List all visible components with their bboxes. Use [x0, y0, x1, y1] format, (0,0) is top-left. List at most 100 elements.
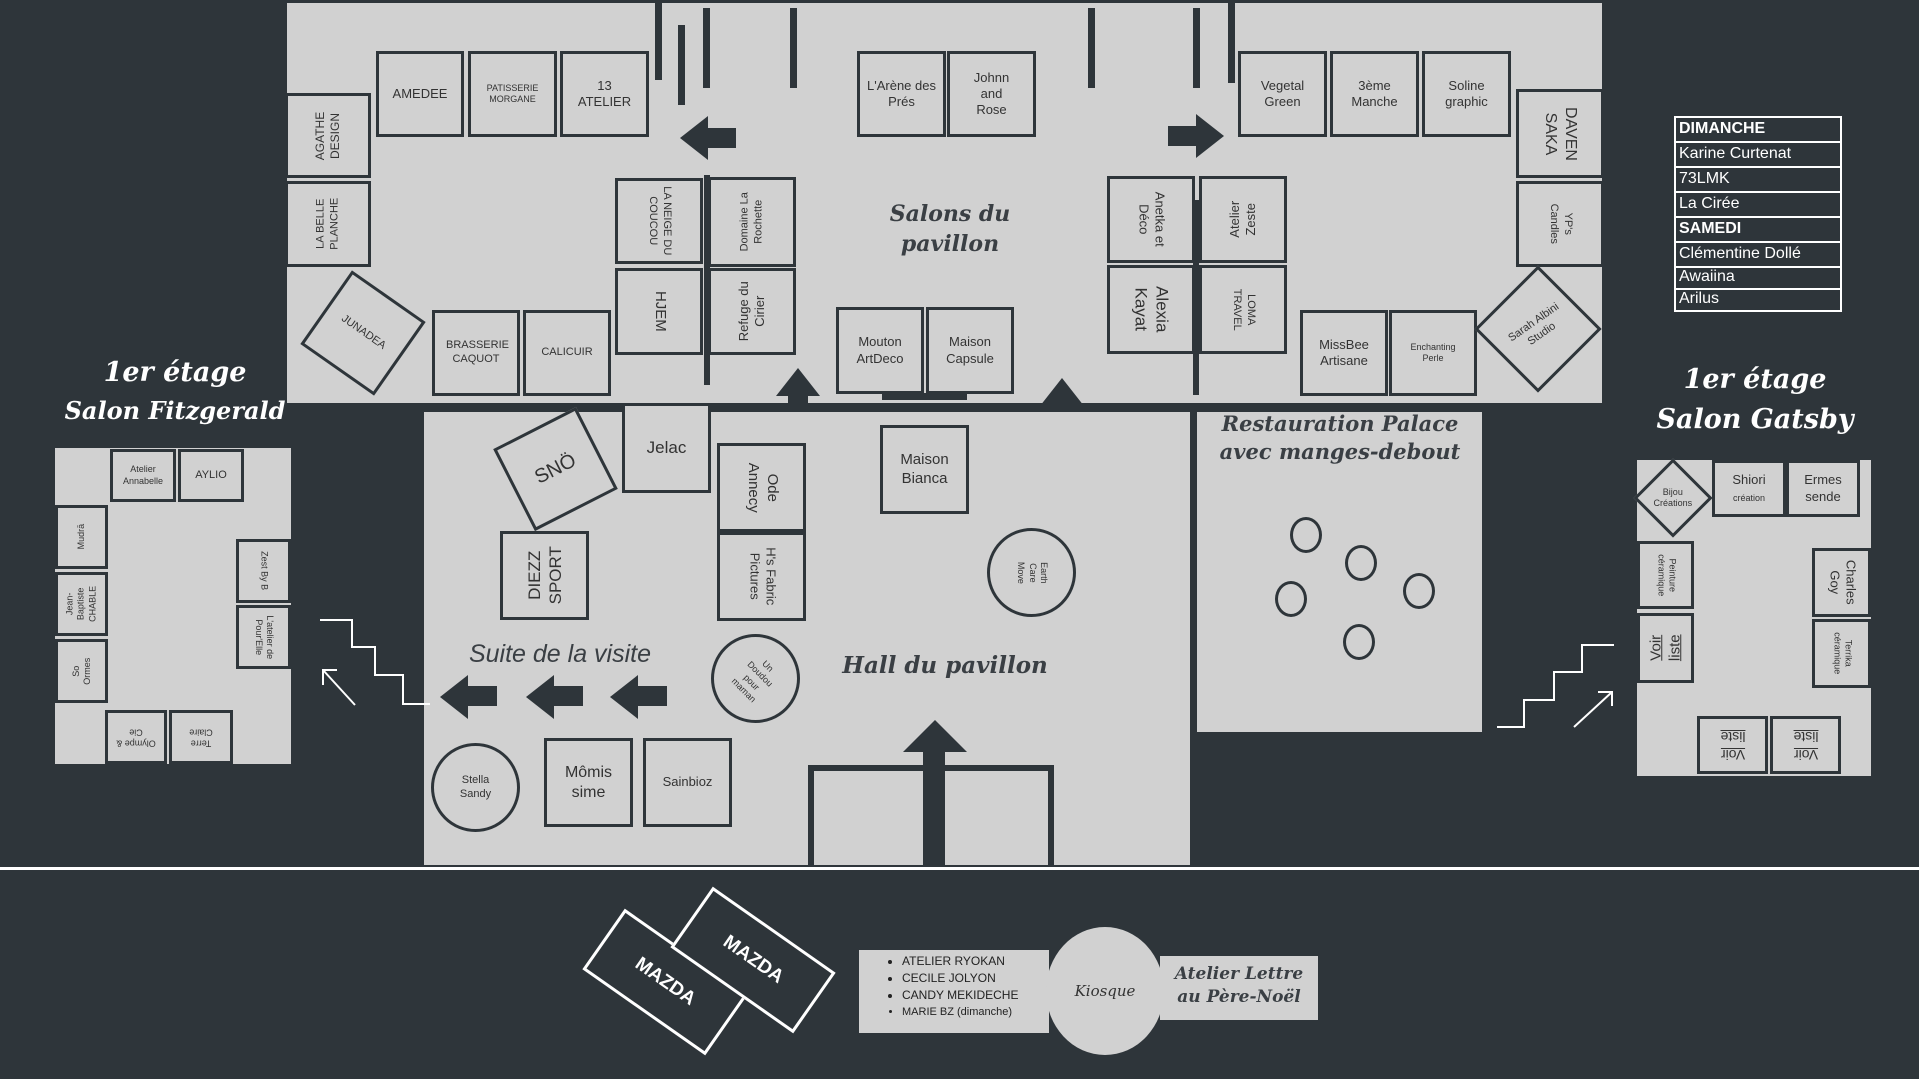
stand-amedee[interactable]: AMEDEE [376, 51, 464, 137]
arrow-left-icon [467, 686, 497, 706]
stairs-left-icon [320, 619, 430, 706]
stand-olympe[interactable]: Olympe & Cie [105, 710, 167, 764]
kiosk-vendor: ATELIER RYOKAN [902, 953, 1018, 970]
table-icon [1290, 517, 1322, 553]
divider [790, 8, 797, 88]
stand-arene[interactable]: L'Arène des Prés [857, 51, 946, 137]
stand-yps[interactable]: YP's Candles [1516, 181, 1604, 267]
divider [882, 393, 967, 400]
divider [1228, 3, 1235, 83]
legend-dimanche: DIMANCHE [1676, 118, 1840, 143]
vendor-legend: DIMANCHE Karine Curtenat 73LMK La Cirée … [1674, 116, 1842, 312]
stand-neige[interactable]: LA NEIGE DU COUCOU [615, 178, 703, 264]
kiosk-vendor: CECILE JOLYON [902, 970, 1018, 987]
stand-belle-planche[interactable]: LA BELLE PLANCHE [285, 181, 371, 267]
salons-title: Salons du pavillon [889, 201, 1011, 257]
stand-brasserie[interactable]: BRASSERIE CAQUOT [432, 310, 520, 396]
stand-calicuir[interactable]: CALICUIR [523, 310, 611, 396]
atelier-lettre-box[interactable] [1160, 956, 1318, 1020]
entrance-arrow-icon [903, 720, 967, 752]
stand-ermes[interactable]: Ermes sende [1786, 460, 1860, 517]
stand-vegetal[interactable]: Vegetal Green [1238, 51, 1327, 137]
arrow-left-icon [553, 686, 583, 706]
stand-jean-baptiste[interactable]: Jean-Baptiste CHABLE [55, 572, 108, 636]
arrow-up-icon [776, 368, 820, 396]
stand-charles[interactable]: Charles Goy [1812, 548, 1871, 617]
suite-title: Suite de la visite [468, 640, 652, 668]
legend-item: La Cirée [1676, 193, 1840, 218]
stand-voir-liste-2[interactable]: Voir liste [1697, 716, 1768, 774]
fitzgerald-title: Salon Fitzgerald [64, 396, 286, 425]
stand-mouton[interactable]: Mouton ArtDeco [836, 307, 924, 394]
arrow-left-icon [440, 675, 468, 719]
kiosque[interactable]: Kiosque [1046, 927, 1164, 1055]
stand-zest[interactable]: Zest By B [236, 539, 291, 603]
stand-mudra[interactable]: Mudrā [55, 505, 108, 569]
stand-bianca[interactable]: Maison Bianca [880, 425, 969, 514]
kiosk-vendor-list: ATELIER RYOKAN CECILE JOLYON CANDY MEKID… [862, 953, 1018, 1021]
stand-terre-claire[interactable]: Terre Claire [169, 710, 233, 764]
stand-voir-liste-3[interactable]: Voir liste [1770, 716, 1841, 774]
stand-missbee[interactable]: MissBee Artisane [1300, 310, 1388, 396]
outdoor-area [0, 867, 1919, 1079]
stand-ode[interactable]: Ode Annecy [717, 443, 806, 532]
legend-item: Clémentine Dollé [1676, 243, 1840, 268]
divider [703, 8, 710, 88]
divider [704, 175, 710, 385]
arrow-left-icon [610, 675, 638, 719]
stand-daven[interactable]: DAVEN SAKA [1516, 89, 1604, 178]
divider [655, 0, 662, 80]
stand-doudou[interactable]: Un Doudou pour maman [711, 634, 800, 723]
stand-johnn[interactable]: Johnn and Rose [947, 51, 1036, 137]
divider [678, 25, 685, 105]
arrow-left-icon [637, 686, 667, 706]
stand-shiori-sub: création [1732, 492, 1766, 503]
restauration-title: Restauration Palace avec manges-debout [1219, 411, 1461, 465]
stand-13-atelier[interactable]: 13 ATELIER [560, 51, 649, 137]
stand-diezz[interactable]: DIEZZ SPORT [500, 531, 589, 620]
stand-loma[interactable]: LOMA TRAVEL [1199, 265, 1287, 354]
stand-peinture[interactable]: Peinture céramique [1637, 541, 1694, 609]
stand-voir-liste-1[interactable]: Voir liste [1637, 613, 1694, 683]
legend-item: Awaiina [1676, 268, 1840, 290]
stand-stella[interactable]: Stella Sandy [431, 743, 520, 832]
arrow-right-icon [1196, 114, 1224, 158]
stand-atelier-annabelle[interactable]: Atelier Annabelle [110, 449, 176, 502]
stand-agathe[interactable]: AGATHE DESIGN [285, 93, 371, 178]
entrance-arrow-icon [923, 740, 945, 865]
stand-domaine[interactable]: Domaine La Rochette [708, 177, 796, 267]
stand-earth[interactable]: Earth Care Move [987, 528, 1076, 617]
hall-title: Hall du pavillon [842, 652, 1048, 679]
stand-terrika[interactable]: Terrika céramique [1812, 619, 1871, 688]
stand-hjem[interactable]: HJEM [615, 268, 703, 355]
stand-jelac[interactable]: Jelac [622, 403, 711, 493]
divider [1088, 8, 1095, 88]
stand-aylio[interactable]: AYLIO [178, 449, 244, 502]
kiosk-vendor: MARIE BZ (dimanche) [902, 1004, 1018, 1021]
arrow-left-icon [680, 116, 708, 160]
atelier-lettre-title: Atelier Lettre au Père-Noël [1174, 964, 1304, 1007]
divider [1193, 8, 1200, 88]
stand-zeste[interactable]: Atelier Zeste [1199, 176, 1287, 263]
arrow-up-icon [1040, 378, 1084, 406]
stand-sainbioz[interactable]: Sainbioz [643, 738, 732, 827]
stand-hs[interactable]: H's Fabric Pictures [717, 532, 806, 621]
arrow-right-icon [1168, 126, 1198, 146]
stand-anetka[interactable]: Anetka et Déco [1107, 176, 1195, 263]
stand-so-ormes[interactable]: So Ormes [55, 639, 108, 703]
stand-capsule[interactable]: Maison Capsule [926, 307, 1014, 394]
stand-refuge[interactable]: Refuge du Cirier [708, 268, 796, 355]
stand-momis[interactable]: Mômis sime [544, 738, 633, 827]
stand-patisserie[interactable]: PATISSERIE MORGANE [468, 51, 557, 137]
table-icon [1275, 581, 1307, 617]
stand-soline[interactable]: Soline graphic [1422, 51, 1511, 137]
stand-alexia[interactable]: Alexia Kayat [1107, 265, 1195, 354]
kiosk-vendor: CANDY MEKIDECHE [902, 987, 1018, 1004]
stand-enchanting[interactable]: Enchanting Perle [1389, 310, 1477, 396]
stand-atelier-pour-elle[interactable]: L'atelier de Pour'Elle [236, 605, 291, 669]
stand-3eme-manche[interactable]: 3ème Manche [1330, 51, 1419, 137]
kiosk-list-box [859, 950, 1049, 1033]
arrow-left-icon [526, 675, 554, 719]
fitzgerald-floor: 1er étage [103, 357, 247, 388]
